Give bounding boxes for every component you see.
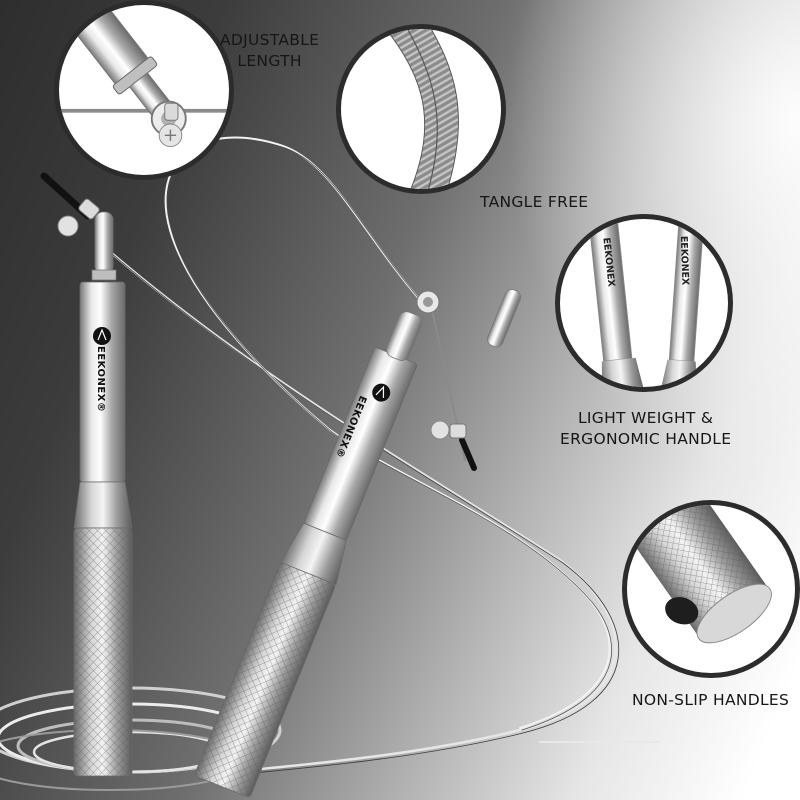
label-line: NON-SLIP HANDLES <box>632 691 790 709</box>
label-line: ERGONOMIC HANDLE <box>560 430 732 448</box>
adjustable-swivel-icon <box>59 5 229 148</box>
callout-adjustable-length <box>54 0 234 180</box>
handle-brand-text: EEKONEX <box>678 236 691 286</box>
label-non-slip: NON-SLIP HANDLES <box>632 690 789 711</box>
steel-cable-icon <box>385 29 459 189</box>
label-light-weight: LIGHT WEIGHT & ERGONOMIC HANDLE <box>560 408 731 450</box>
right-swivel-and-stopper <box>416 290 477 471</box>
callout-tangle-free <box>336 24 506 194</box>
left-handle-brand-text: EEKONEX® <box>95 346 106 413</box>
knurled-grip-icon <box>627 505 772 644</box>
left-handle <box>40 172 133 777</box>
label-line: LIGHT WEIGHT & <box>577 409 714 427</box>
callout-light-weight: EEKONEX EEKONEX <box>555 214 733 392</box>
right-handle <box>195 289 521 798</box>
handle-brand-text: EEKONEX <box>600 237 616 288</box>
handle-closeup-icon: EEKONEX EEKONEX <box>587 219 705 387</box>
label-line: TANGLE FREE <box>480 193 589 211</box>
label-adjustable-length: ADJUSTABLE LENGTH <box>220 30 319 72</box>
label-line: LENGTH <box>237 52 302 70</box>
label-tangle-free: TANGLE FREE <box>480 192 588 213</box>
callout-non-slip <box>622 500 800 678</box>
label-line: ADJUSTABLE <box>220 31 320 49</box>
